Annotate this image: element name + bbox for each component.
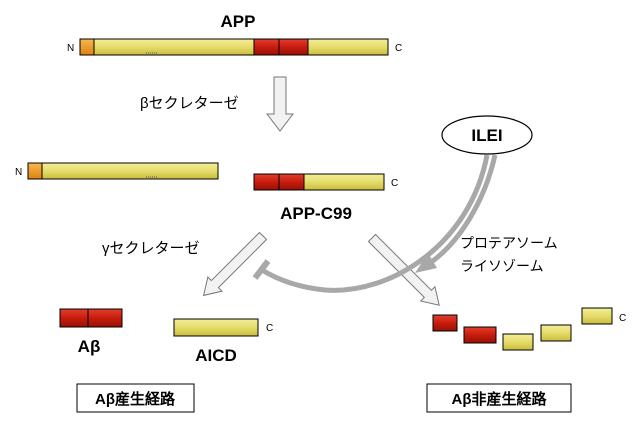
app-c-terminal-label: C	[395, 43, 402, 54]
app-c99-fragment	[253, 173, 385, 191]
inhibition-bar	[252, 259, 271, 280]
app-full-protein	[79, 38, 389, 56]
app-n-terminal-label: N	[67, 43, 74, 54]
aicd-label: AICD	[195, 346, 237, 365]
ilei-inhibition-curve	[260, 154, 490, 293]
beta-cleavage-arrow	[265, 76, 295, 132]
ilei-node: ILEI	[441, 115, 533, 155]
ilei-promotion-arrowhead	[415, 253, 437, 273]
lysosome-label: ライソゾーム	[460, 258, 544, 274]
non-amyloidogenic-pathway-box: Aβ非産生経路	[426, 383, 572, 413]
app-label: APP	[221, 12, 256, 31]
gamma-secretase-label: γセクレターゼ	[102, 240, 200, 257]
aicd-fragment	[173, 318, 259, 337]
degraded-fragments	[432, 307, 613, 351]
degraded-c-terminal-label: C	[619, 313, 626, 324]
abeta-fragment	[59, 308, 123, 328]
proteasome-label: プロテアソーム	[460, 235, 558, 251]
ilei-label: ILEI	[471, 126, 502, 145]
beta-secretase-label: βセクレターゼ	[140, 95, 239, 112]
ilei-promotion-arrow-line	[428, 154, 498, 266]
aicd-c-terminal-label: C	[266, 323, 273, 334]
app-c99-c-terminal-label: C	[391, 178, 398, 189]
app-n-terminal-fragment	[27, 162, 219, 180]
amyloidogenic-pathway-box: Aβ産生経路	[76, 383, 195, 413]
gamma-secretase-arrow	[202, 231, 268, 297]
app-c99-label: APP-C99	[280, 204, 352, 223]
non-amyloidogenic-pathway-label: Aβ非産生経路	[452, 390, 548, 408]
abeta-label: Aβ	[78, 337, 101, 356]
amyloidogenic-pathway-label: Aβ産生経路	[95, 390, 176, 408]
fragment-n-terminal-label: N	[15, 167, 22, 178]
